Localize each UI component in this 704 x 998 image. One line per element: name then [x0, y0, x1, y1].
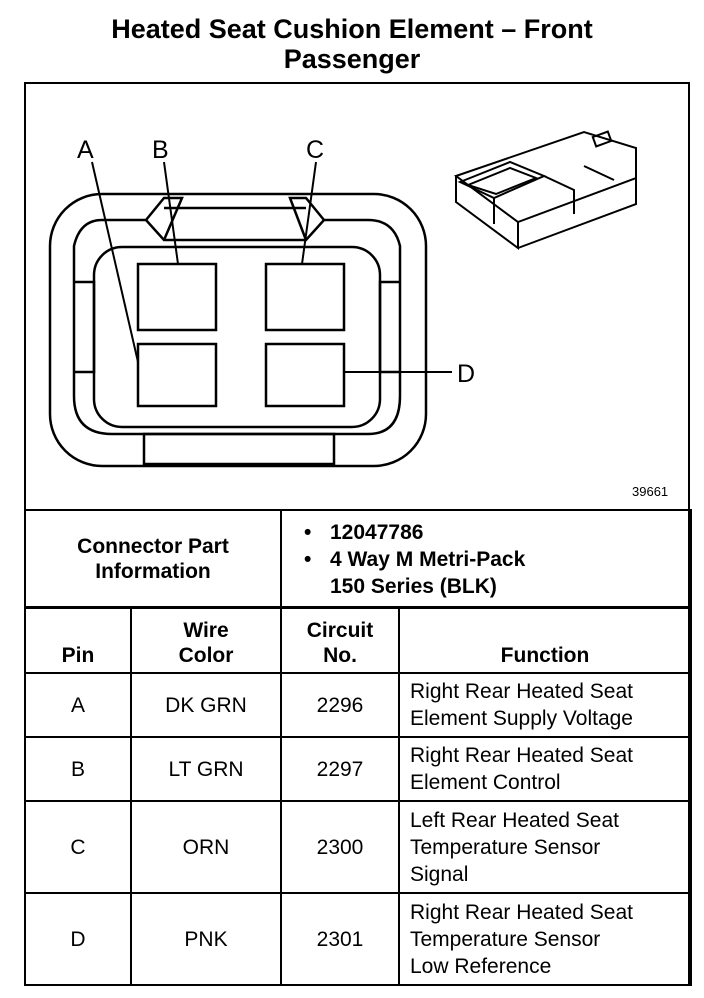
function-cell: Left Rear Heated Seat Temperature Sensor… — [398, 800, 692, 894]
table-row: D PNK 2301 Right Rear Heated Seat Temper… — [24, 892, 692, 986]
connector-info-table: Connector Part Information • 12047786 • 4 … — [24, 509, 692, 609]
table-row: A DK GRN 2296 Right Rear Heated Seat Ele… — [24, 672, 692, 738]
leader-b — [163, 161, 179, 265]
function-line: Right Rear Heated Seat — [410, 680, 633, 703]
header-circuit-line-1: Circuit — [306, 619, 374, 642]
function-line: Low Reference — [410, 954, 552, 978]
circuit-cell: 2296 — [280, 672, 400, 738]
function-line: Right Rear Heated Seat — [410, 900, 633, 924]
header-circuit: Circuit No. — [280, 606, 400, 674]
table-row: B LT GRN 2297 Right Rear Heated Seat Ele… — [24, 736, 692, 802]
pin-cell: C — [24, 800, 132, 894]
description-line-2: 150 Series (BLK) — [330, 574, 497, 598]
table-row: C ORN 2300 Left Rear Heated Seat Tempera… — [24, 800, 692, 894]
figure-number: 39661 — [632, 484, 668, 499]
function-cell: Right Rear Heated Seat Element Supply Vo… — [398, 672, 692, 738]
connector-info-values: • 12047786 • 4 Way M Metri-Pack 150 Series… — [280, 509, 692, 609]
circuit-cell: 2301 — [280, 892, 400, 986]
cavity-a — [136, 342, 218, 408]
header-circuit-line-2: No. — [323, 644, 357, 667]
description-line-1: 4 Way M Metri-Pack — [330, 547, 526, 571]
function-line: Temperature Sensor — [410, 927, 601, 951]
cavity-b — [136, 262, 218, 332]
wire-color-cell: LT GRN — [130, 736, 282, 802]
function-cell: Right Rear Heated Seat Element Control — [398, 736, 692, 802]
header-wire-color-line-2: Color — [178, 644, 234, 667]
pin-label-d: D — [457, 360, 475, 388]
notch-left — [74, 280, 96, 374]
pin-table: Pin Wire Color Circuit No. Function A DK… — [24, 606, 692, 986]
wire-color-cell: PNK — [130, 892, 282, 986]
function-line: Temperature Sensor — [410, 835, 601, 859]
description-row: • 4 Way M Metri-Pack — [304, 546, 690, 573]
function-line: Signal — [410, 862, 469, 886]
function-cell: Right Rear Heated Seat Temperature Senso… — [398, 892, 692, 986]
bottom-rail — [142, 432, 336, 466]
pin-cell: D — [24, 892, 132, 986]
title-line-2: Passenger — [283, 44, 421, 74]
connector-face-svg: A B C D 39661 — [48, 130, 668, 499]
leader-a — [91, 161, 139, 363]
page-title: Heated Seat Cushion Element – Front Pass… — [0, 14, 704, 74]
circuit-cell: 2297 — [280, 736, 400, 802]
cavity-c — [264, 262, 346, 332]
part-number: 12047786 — [330, 520, 424, 544]
connector-housing-inner — [72, 218, 402, 436]
function-line: Element Control — [410, 771, 561, 794]
pin-table-header: Pin Wire Color Circuit No. Function — [24, 606, 692, 674]
pin-cell: A — [24, 672, 132, 738]
cavity-recess — [92, 245, 382, 429]
connector-info-label-line-1: Connector Part — [77, 535, 229, 558]
wire-color-cell: ORN — [130, 800, 282, 894]
connector-housing-outer — [48, 192, 428, 468]
connector-info-label: Connector Part Information — [24, 509, 282, 609]
header-wire-color-line-1: Wire — [183, 619, 229, 642]
connector-info-label-line-2: Information — [95, 560, 211, 583]
title-line-1: Heated Seat Cushion Element – Front — [111, 14, 593, 44]
leader-c — [301, 161, 317, 265]
pin-label-c: C — [306, 136, 324, 164]
function-line: Element Supply Voltage — [410, 707, 633, 730]
wire-color-cell: DK GRN — [130, 672, 282, 738]
function-line: Right Rear Heated Seat — [410, 744, 633, 767]
latch-left — [145, 196, 184, 241]
connector-iso-view — [453, 130, 637, 250]
circuit-cell: 2300 — [280, 800, 400, 894]
pin-cell: B — [24, 736, 132, 802]
notch-right — [378, 280, 400, 374]
cavity-d — [264, 342, 346, 408]
pin-label-b: B — [152, 136, 169, 164]
bullet: • — [304, 547, 312, 571]
latch-right — [288, 196, 325, 241]
header-pin: Pin — [24, 606, 132, 674]
header-function: Function — [398, 606, 692, 674]
pin-label-a: A — [77, 136, 94, 164]
function-line: Left Rear Heated Seat — [410, 808, 619, 832]
part-number-row: • 12047786 — [304, 519, 690, 546]
bullet: • — [304, 520, 312, 544]
connector-diagram: A B C D 39661 — [24, 82, 690, 510]
header-wire-color: Wire Color — [130, 606, 282, 674]
